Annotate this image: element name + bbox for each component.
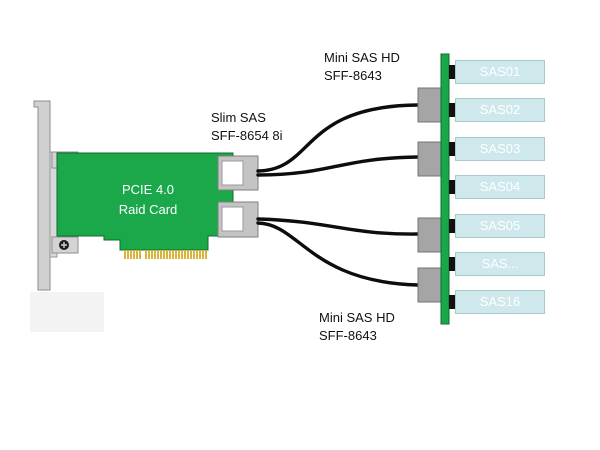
slim-sas-port-bottom [217, 201, 259, 238]
mini-sas-bottom-label-line2: SFF-8643 [319, 328, 377, 343]
pcie-bracket [33, 100, 79, 291]
drive-sas-ellipsis: SAS... [455, 252, 545, 276]
drive-sas03: SAS03 [455, 137, 545, 161]
drive-sas16: SAS16 [455, 290, 545, 314]
mini-sas-connector-4 [417, 267, 442, 303]
mini-sas-connector-2 [417, 141, 442, 177]
slim-sas-port-top [217, 155, 259, 191]
drive-sas04: SAS04 [455, 175, 545, 199]
backplane-board [440, 53, 450, 325]
raid-card-label: PCIE 4.0 Raid Card [100, 180, 196, 220]
drive-sas05: SAS05 [455, 214, 545, 238]
mini-sas-connector-1 [417, 87, 442, 123]
pcie-gold-fingers [124, 250, 207, 259]
raid-card-label-line2: Raid Card [118, 202, 178, 217]
mini-sas-bottom-label-line1: Mini SAS HD [319, 310, 395, 325]
drive-sas02: SAS02 [455, 98, 545, 122]
slim-sas-label-line2: SFF-8654 8i [211, 128, 283, 143]
cable-to-connector-1 [256, 103, 420, 173]
mini-sas-bottom-label: Mini SAS HD SFF-8643 [319, 309, 395, 345]
mini-sas-top-label-line1: Mini SAS HD [324, 50, 400, 65]
cable-to-connector-2 [256, 155, 420, 177]
drive-sas01: SAS01 [455, 60, 545, 84]
cable-to-connector-3 [256, 217, 420, 236]
raid-card-label-line1: PCIE 4.0 [121, 182, 175, 197]
slim-sas-label: Slim SAS SFF-8654 8i [211, 109, 283, 145]
slim-sas-label-line1: Slim SAS [211, 110, 266, 125]
mini-sas-top-label-line2: SFF-8643 [324, 68, 382, 83]
cable-to-connector-4 [256, 221, 420, 287]
sas-cables [256, 103, 420, 287]
bracket-shadow [30, 292, 104, 332]
bracket-screw-bottom-icon [59, 240, 69, 250]
mini-sas-connector-3 [417, 217, 442, 253]
mini-sas-top-label: Mini SAS HD SFF-8643 [324, 49, 400, 85]
drive-slot-connectors [449, 65, 456, 309]
